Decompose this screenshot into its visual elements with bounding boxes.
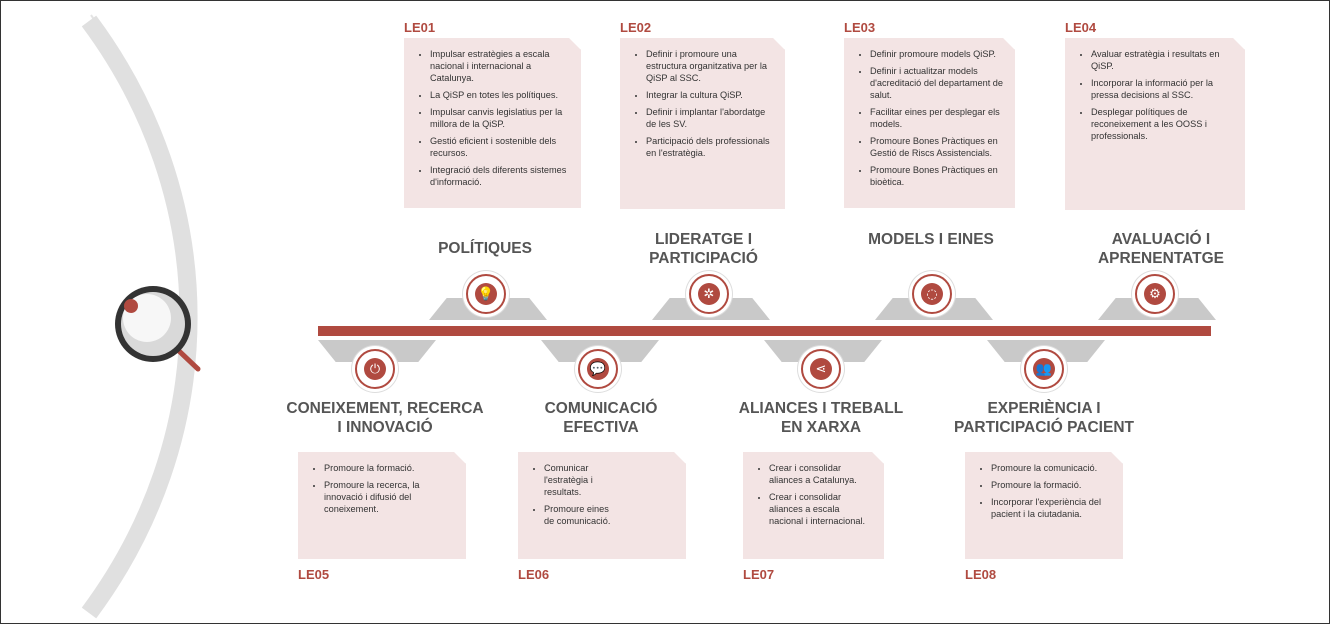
timeline-axis: [318, 326, 1211, 336]
list-item: Definir i implantar l'abordatge de les S…: [646, 106, 777, 130]
list-item: Crear i consolidar aliances a Catalunya.: [769, 462, 876, 486]
le07-card: Crear i consolidar aliances a Catalunya.…: [743, 452, 884, 559]
list-item: Comunicar l'estratègia i resultats.: [544, 462, 616, 498]
decorative-arcs: [81, 14, 201, 619]
le03-title: MODELS I EINES: [868, 231, 994, 248]
list-item: Definir promoure models QiSP.: [870, 48, 1007, 60]
le02-code: LE02: [620, 20, 652, 35]
list-item: Gestió eficient i sostenible dels recurs…: [430, 135, 573, 159]
le07-title: ALIANCES I TREBALL EN XARXA: [738, 400, 904, 436]
list-item: Participació dels professionals en l'est…: [646, 135, 777, 159]
le06-code: LE06: [518, 567, 550, 582]
list-item: Facilitar eines per desplegar els models…: [870, 106, 1007, 130]
share-icon: ⋖: [810, 358, 832, 380]
le05-list: Promoure la formació. Promoure la recerc…: [298, 452, 466, 526]
le08-card: Promoure la comunicació. Promoure la for…: [965, 452, 1123, 559]
gear-cycle-icon: ⚙: [1144, 283, 1166, 305]
le03-list: Definir promoure models QiSP. Definir i …: [844, 38, 1015, 199]
le03-card: Definir promoure models QiSP. Definir i …: [844, 38, 1015, 208]
cycle-icon: ◌: [921, 283, 943, 305]
network-icon: ✲: [698, 283, 720, 305]
list-item: La QiSP en totes les polítiques.: [430, 89, 573, 101]
le05-code: LE05: [298, 567, 330, 582]
list-item: Desplegar polítiques de reconeixement a …: [1091, 106, 1237, 142]
list-item: Promoure Bones Pràctiques en Gestió de R…: [870, 135, 1007, 159]
le01-card: Impulsar estratègies a escala nacional i…: [404, 38, 581, 208]
le08-code: LE08: [965, 567, 997, 582]
list-item: Definir i promoure una estructura organi…: [646, 48, 777, 84]
people-icon: 👥: [1033, 358, 1055, 380]
le05-title: CONEIXEMENT, RECERCA I INNOVACIÓ: [286, 400, 484, 436]
le04-icon-circle: ⚙: [1135, 274, 1175, 314]
le07-list: Crear i consolidar aliances a Catalunya.…: [743, 452, 884, 538]
list-item: Promoure la comunicació.: [991, 462, 1115, 474]
list-item: Impulsar estratègies a escala nacional i…: [430, 48, 573, 84]
le06-title: COMUNICACIÓ EFECTIVA: [544, 400, 658, 436]
le04-title: AVALUACIÓ I APRENENTATGE: [1097, 231, 1224, 267]
le01-title: POLÍTIQUES: [438, 240, 532, 257]
le03-code: LE03: [844, 20, 876, 35]
le02-list: Definir i promoure una estructura organi…: [620, 38, 785, 170]
list-item: Impulsar canvis legislatius per la millo…: [430, 106, 573, 130]
le05-icon-circle: ⏻: [355, 349, 395, 389]
list-item: Incorporar l'experiència del pacient i l…: [991, 496, 1115, 520]
le07-icon-circle: ⋖: [801, 349, 841, 389]
list-item: Definir i actualitzar models d'acreditac…: [870, 65, 1007, 101]
list-item: Promoure la formació.: [324, 462, 458, 474]
le06-icon-circle: 💬: [578, 349, 618, 389]
le02-card: Definir i promoure una estructura organi…: [620, 38, 785, 209]
list-item: Promoure la formació.: [991, 479, 1115, 491]
list-item: Promoure Bones Pràctiques en bioètica.: [870, 164, 1007, 188]
le02-title: LIDERATGE I PARTICIPACIÓ: [649, 231, 758, 267]
le06-list: Comunicar l'estratègia i resultats. Prom…: [518, 452, 686, 538]
le04-list: Avaluar estratègia i resultats en QiSP. …: [1065, 38, 1245, 153]
list-item: Incorporar la informació per la pressa d…: [1091, 77, 1237, 101]
list-item: Crear i consolidar aliances a escala nac…: [769, 491, 876, 527]
list-item: Integració dels diferents sistemes d'inf…: [430, 164, 573, 188]
le02-icon-circle: ✲: [689, 274, 729, 314]
le01-list: Impulsar estratègies a escala nacional i…: [404, 38, 581, 199]
list-item: Promoure la recerca, la innovació i difu…: [324, 479, 458, 515]
le04-code: LE04: [1065, 20, 1097, 35]
le01-code: LE01: [404, 20, 436, 35]
plug-icon: ⏻: [364, 358, 386, 380]
le07-code: LE07: [743, 567, 775, 582]
le08-list: Promoure la comunicació. Promoure la for…: [965, 452, 1123, 531]
le05-card: Promoure la formació. Promoure la recerc…: [298, 452, 466, 559]
list-item: Integrar la cultura QiSP.: [646, 89, 777, 101]
list-item: Avaluar estratègia i resultats en QiSP.: [1091, 48, 1237, 72]
magnifier-icon: [115, 286, 201, 372]
chat-icon: 💬: [587, 358, 609, 380]
le08-title: EXPERIÈNCIA I PARTICIPACIÓ PACIENT: [954, 400, 1134, 436]
list-item: Promoure eines de comunicació.: [544, 503, 616, 527]
le01-icon-circle: 💡: [466, 274, 506, 314]
le04-card: Avaluar estratègia i resultats en QiSP. …: [1065, 38, 1245, 210]
lightbulb-icon: 💡: [475, 283, 497, 305]
le03-icon-circle: ◌: [912, 274, 952, 314]
le08-icon-circle: 👥: [1024, 349, 1064, 389]
le06-card: Comunicar l'estratègia i resultats. Prom…: [518, 452, 686, 559]
